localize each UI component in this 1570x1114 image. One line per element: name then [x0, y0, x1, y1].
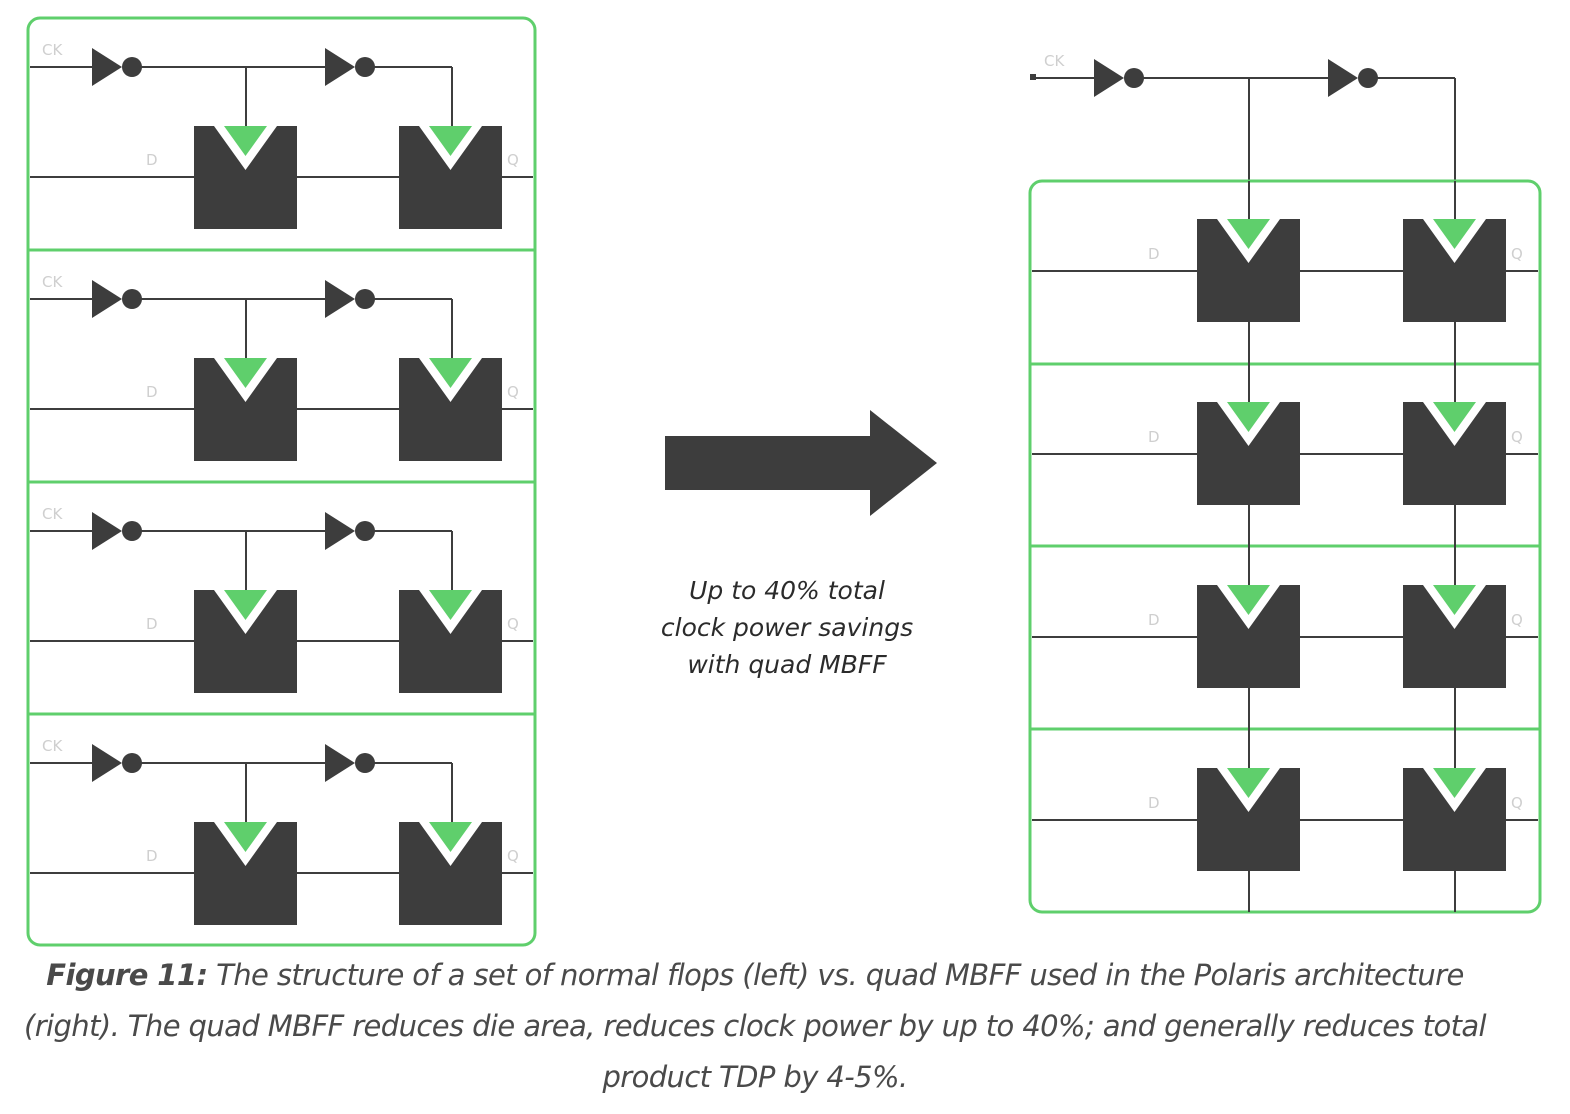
inverter-bubble-icon	[1124, 68, 1144, 88]
figure-label: Figure 11:	[46, 958, 208, 992]
clock-edge-icon	[1227, 585, 1270, 615]
arrow-note-line-2: clock power savings	[661, 613, 913, 642]
inverter-triangle-icon	[92, 512, 122, 550]
clock-label: CK	[42, 505, 63, 523]
clock-edge-icon	[1433, 585, 1476, 615]
data-out-label: Q	[507, 383, 519, 401]
data-out-label: Q	[1511, 245, 1523, 263]
clock-label: CK	[42, 273, 63, 291]
arrow-note-line-3: with quad MBFF	[687, 650, 887, 679]
clock-edge-icon	[429, 126, 472, 156]
clock-label: CK	[42, 737, 63, 755]
inverter-triangle-icon	[325, 512, 355, 550]
inverter-triangle-icon	[92, 744, 122, 782]
clock-edge-icon	[1227, 768, 1270, 798]
normal-flop-cell: CK D Q	[30, 737, 533, 925]
data-in-label: D	[146, 615, 158, 633]
caption-text: The structure of a set of normal flops (…	[24, 958, 1487, 1094]
inverter-bubble-icon	[355, 521, 375, 541]
normal-flop-cell: CK D Q	[30, 505, 533, 693]
data-out-label: Q	[1511, 794, 1523, 812]
data-in-label: D	[146, 383, 158, 401]
data-in-label: D	[1148, 428, 1160, 446]
inverter-bubble-icon	[122, 753, 142, 773]
data-out-label: Q	[507, 847, 519, 865]
clock-edge-icon	[224, 590, 267, 620]
normal-flop-cell: CK D Q	[30, 41, 533, 229]
inverter-bubble-icon	[122, 289, 142, 309]
inverter-triangle-icon	[1328, 59, 1358, 97]
normal-flops-group: CK D Q CK D Q CK D Q CK D Q	[26, 16, 537, 947]
arrow-note-line-1: Up to 40% total	[689, 576, 885, 605]
clock-edge-icon	[429, 358, 472, 388]
data-out-label: Q	[507, 151, 519, 169]
clock-edge-icon	[1433, 402, 1476, 432]
clock-label: CK	[42, 41, 63, 59]
clock-edge-icon	[1433, 768, 1476, 798]
inverter-triangle-icon	[92, 280, 122, 318]
inverter-triangle-icon	[325, 280, 355, 318]
inverter-bubble-icon	[122, 521, 142, 541]
right-arrow-icon	[665, 410, 937, 516]
inverter-bubble-icon	[355, 57, 375, 77]
data-in-label: D	[1148, 794, 1160, 812]
data-in-label: D	[146, 151, 158, 169]
clock-edge-icon	[1227, 219, 1270, 249]
inverter-triangle-icon	[325, 744, 355, 782]
inverter-bubble-icon	[355, 289, 375, 309]
data-in-label: D	[1148, 611, 1160, 629]
inverter-bubble-icon	[355, 753, 375, 773]
data-out-label: Q	[1511, 611, 1523, 629]
data-out-label: Q	[1511, 428, 1523, 446]
inverter-bubble-icon	[1358, 68, 1378, 88]
clock-edge-icon	[429, 590, 472, 620]
transform-arrow-group: Up to 40% total clock power savings with…	[661, 410, 937, 679]
data-in-label: D	[146, 847, 158, 865]
clock-edge-icon	[224, 126, 267, 156]
inverter-triangle-icon	[1094, 59, 1124, 97]
clock-edge-icon	[224, 358, 267, 388]
data-out-label: Q	[507, 615, 519, 633]
clock-edge-icon	[1227, 402, 1270, 432]
clock-edge-icon	[1433, 219, 1476, 249]
clock-label: CK	[1044, 52, 1065, 70]
inverter-bubble-icon	[122, 57, 142, 77]
inverter-triangle-icon	[92, 48, 122, 86]
clock-edge-icon	[224, 822, 267, 852]
clock-edge-icon	[429, 822, 472, 852]
inverter-triangle-icon	[325, 48, 355, 86]
data-in-label: D	[1148, 245, 1160, 263]
figure-caption: Figure 11: The structure of a set of nor…	[20, 950, 1490, 1103]
normal-flop-cell: CK D Q	[30, 273, 533, 461]
